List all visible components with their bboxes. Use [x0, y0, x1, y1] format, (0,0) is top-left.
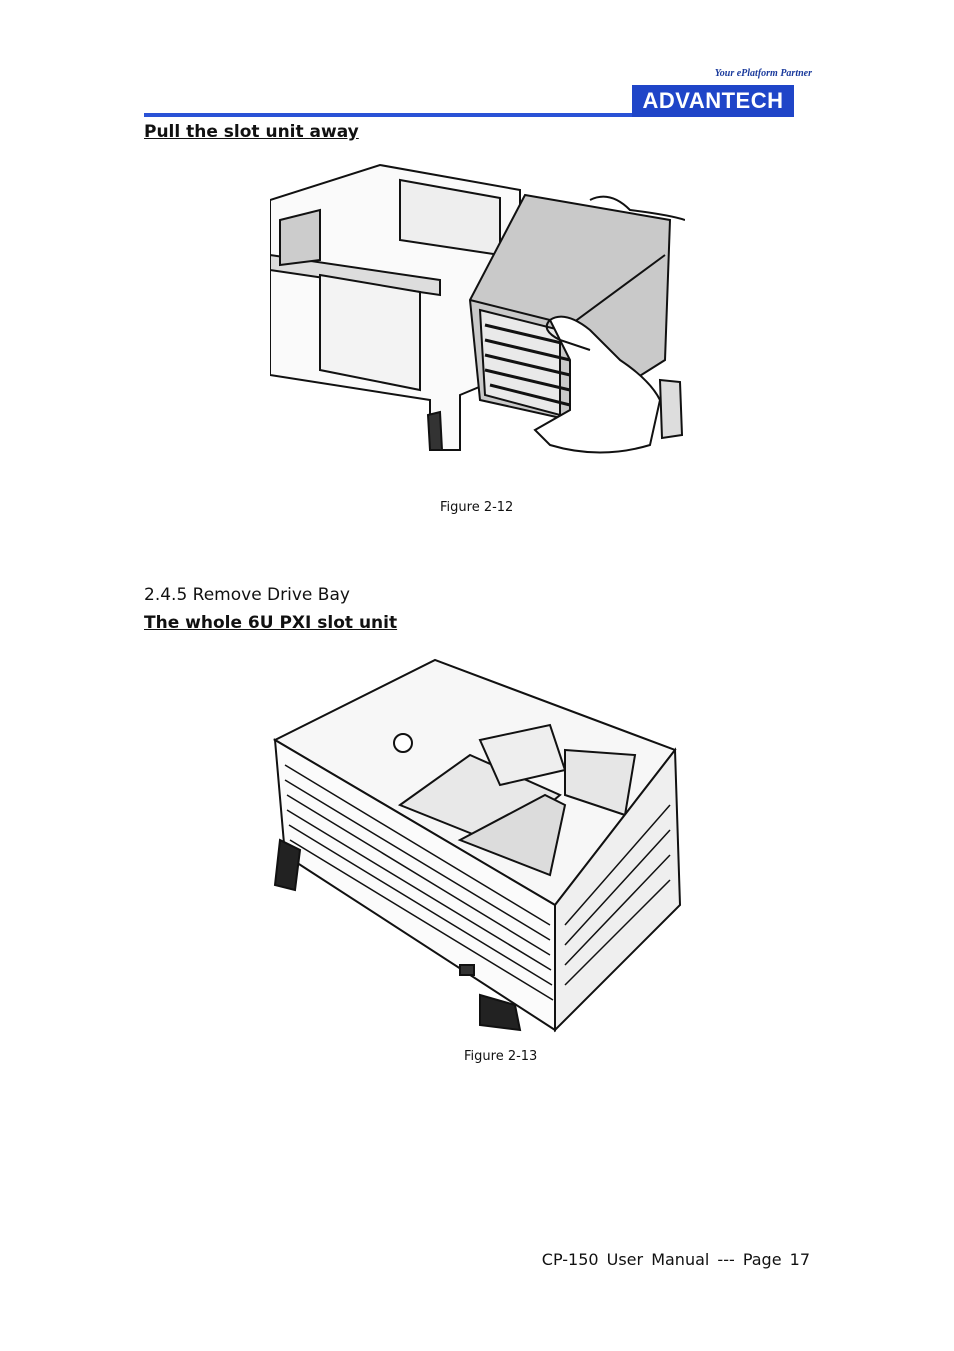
- page-footer: CP-150 User Manual --- Page 17: [541, 1250, 810, 1269]
- figure-2-12-illustration: [270, 160, 685, 462]
- figure-2-13-illustration: [265, 655, 685, 1033]
- section-title: 2.4.5 Remove Drive Bay: [144, 585, 350, 605]
- logo-text: ADVANTECH: [642, 88, 784, 113]
- figure-2-12-caption: Figure 2-12: [440, 500, 514, 515]
- advantech-logo: ADVANTECH: [632, 85, 794, 117]
- slot-unit-pull-drawing: [270, 163, 685, 454]
- header-rule: [144, 113, 794, 117]
- brand-tagline: Your ePlatform Partner: [714, 68, 812, 79]
- figure-2-13-caption: Figure 2-13: [464, 1049, 538, 1064]
- whole-slot-heading: The whole 6U PXI slot unit: [144, 613, 398, 633]
- pull-slot-heading: Pull the slot unit away: [144, 122, 359, 142]
- pxi-slot-unit-drawing: [272, 658, 682, 1033]
